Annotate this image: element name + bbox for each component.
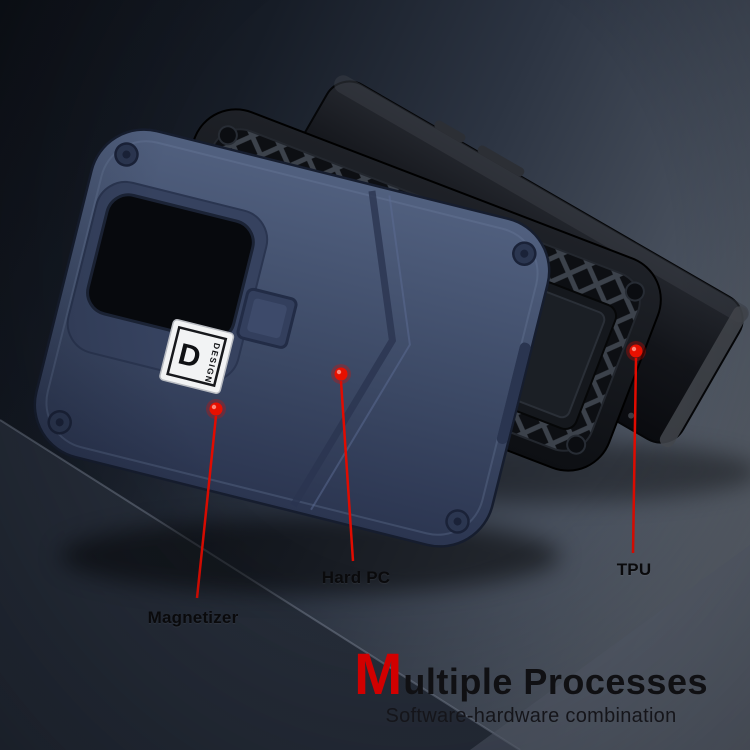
hard-pc-shell: D DESIGN [33,128,551,548]
armor-accent-dark [290,190,397,508]
callout-label-tpu: TPU [616,560,652,579]
hard-pc-dot [331,364,351,384]
kickstand-button-inner [247,298,287,339]
title-lead-letter: M [354,642,403,707]
phone-volume-button [434,120,466,143]
callout-pointers [195,341,646,599]
phone-edge-highlight [334,75,749,323]
title-text: ultiple Processes [403,661,708,702]
phone-power-button [477,145,525,177]
shell-corner-screws [47,142,537,534]
table-right-wedge [470,545,750,750]
tpu-line [631,357,638,554]
armor-accent-light [310,195,411,511]
callout-label-magnetizer: Magnetizer [147,608,239,627]
title-subtitle: Software-hardware combination [385,705,677,727]
callout-label-hard-pc: Hard PC [321,568,391,587]
shell-side-notch [496,342,531,445]
hard-pc-line [339,380,355,562]
magnetizer-line [195,415,218,599]
magnetizer-dot [206,399,226,419]
phone-side-frame [659,306,748,448]
brand-logo: D DESIGN [159,319,235,394]
tpu-dot [626,341,646,361]
camera-cutout [86,193,255,342]
